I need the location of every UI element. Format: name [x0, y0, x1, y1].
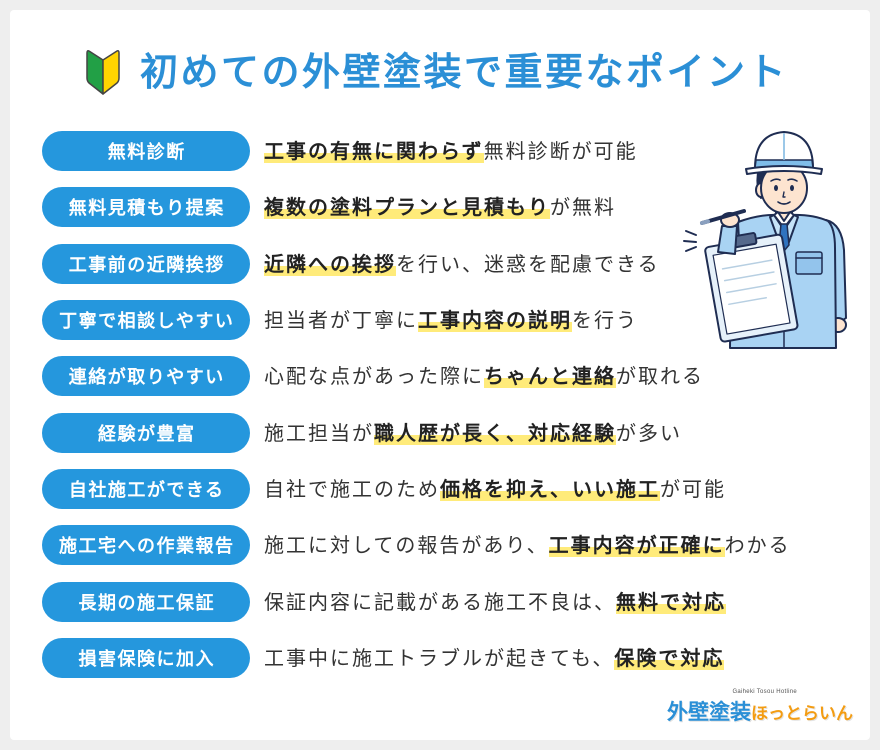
worker-nose — [782, 191, 786, 198]
point-highlight-text: 価格を抑え、いい施工 — [440, 476, 660, 501]
worker-chest-pocket — [795, 251, 823, 275]
point-row: 丁寧で相談しやすい 担当者が丁寧に工事内容の説明を行う — [42, 292, 791, 348]
points-list: 無料診断 工事の有無に関わらず無料診断が可能 無料見積もり提案 複数の塗料プラン… — [42, 123, 791, 686]
point-highlight-text: 工事内容の説明 — [418, 308, 572, 333]
point-text: 心配な点があった際に — [264, 364, 484, 389]
brand-logo-name: 外壁塗装ほっとらいん — [667, 697, 853, 729]
clipboard-lines — [721, 259, 777, 306]
point-text: わかる — [724, 533, 791, 558]
point-label-badge: 連絡が取りやすい — [42, 356, 250, 397]
clipboard-icon — [704, 232, 799, 343]
brand-logo-name-blue: 外壁塗装 — [667, 700, 751, 724]
point-row: 経験が豊富 施工担当が職人歴が長く、対応経験が多い — [42, 404, 791, 460]
point-text: 無料診断が可能 — [483, 139, 638, 164]
point-text: 保証内容に記載がある施工不良は、 — [264, 589, 616, 614]
point-row: 長期の施工保証 保証内容に記載がある施工不良は、無料で対応 — [42, 573, 791, 629]
point-text: 担当者が丁寧に — [264, 308, 418, 333]
brand-logo-subtitle: Gaiheki Tosou Hotline — [732, 689, 797, 695]
clipboard-paper — [712, 243, 791, 335]
worker-left-forearm — [717, 225, 738, 255]
point-highlight-text: ちゃんと連絡 — [484, 364, 616, 389]
point-text: 施工に対しての報告があり、 — [264, 533, 549, 558]
hard-hat-brim — [745, 165, 823, 175]
point-text: 施工担当が — [264, 420, 374, 445]
worker-right-eye — [790, 185, 794, 191]
header: 初めての外壁塗装で重要なポイント — [86, 45, 788, 99]
point-text: が多い — [616, 420, 682, 445]
point-label-badge: 損害保険に加入 — [42, 637, 250, 678]
point-highlight-text: 近隣への挨拶 — [264, 251, 396, 276]
point-description: 工事の有無に関わらず無料診断が可能 — [264, 137, 638, 165]
point-row: 連絡が取りやすい 心配な点があった際にちゃんと連絡が取れる — [42, 348, 791, 404]
point-label-badge: 無料診断 — [42, 131, 250, 172]
point-description: 複数の塗料プランと見積もりが無料 — [264, 193, 616, 221]
emphasis-lines — [683, 230, 697, 252]
point-text: 自社で施工のため — [264, 476, 440, 501]
point-text: を行い、迷惑を配慮できる — [396, 251, 660, 276]
beginner-mark-right-half — [102, 50, 120, 95]
point-description: 施工に対しての報告があり、工事内容が正確にわかる — [264, 531, 791, 559]
point-highlight-text: 複数の塗料プランと見積もり — [264, 195, 550, 220]
point-row: 工事前の近隣挨拶 近隣への挨拶を行い、迷惑を配慮できる — [42, 236, 791, 292]
point-label-badge: 工事前の近隣挨拶 — [42, 243, 250, 284]
point-description: 心配な点があった際にちゃんと連絡が取れる — [264, 362, 704, 390]
point-text: が無料 — [550, 195, 616, 220]
point-text: 工事中に施工トラブルが起きても、 — [264, 645, 615, 670]
worker-mouth — [777, 201, 791, 205]
point-row: 無料診断 工事の有無に関わらず無料診断が可能 — [42, 123, 791, 179]
worker-with-clipboard-icon — [683, 131, 847, 349]
point-highlight-text: 保険で対応 — [614, 645, 725, 670]
brand-logo: Gaiheki Tosou Hotline 外壁塗装ほっとらいん — [667, 688, 853, 729]
point-highlight-text: 工事の有無に関わらず — [264, 139, 484, 164]
point-label-badge: 自社施工ができる — [42, 468, 250, 509]
point-row: 施工宅への作業報告 施工に対しての報告があり、工事内容が正確にわかる — [42, 517, 791, 573]
point-description: 保証内容に記載がある施工不良は、無料で対応 — [264, 588, 726, 616]
beginner-mark-icon — [86, 50, 120, 95]
point-label-badge: 丁寧で相談しやすい — [42, 300, 250, 341]
point-highlight-text: 職人歴が長く、対応経験 — [374, 420, 616, 445]
point-description: 自社で施工のため価格を抑え、いい施工が可能 — [264, 475, 726, 503]
point-text: が可能 — [660, 476, 726, 501]
pen-tip — [700, 219, 710, 225]
point-description: 工事中に施工トラブルが起きても、保険で対応 — [264, 644, 725, 672]
point-row: 無料見積もり提案 複数の塗料プランと見積もりが無料 — [42, 179, 791, 235]
point-row: 損害保険に加入 工事中に施工トラブルが起きても、保険で対応 — [42, 630, 791, 686]
point-highlight-text: 工事内容が正確に — [548, 533, 725, 558]
point-label-badge: 長期の施工保証 — [42, 581, 250, 622]
point-highlight-text: 無料で対応 — [616, 589, 726, 614]
page-title: 初めての外壁塗装で重要なポイント — [140, 50, 789, 94]
point-label-badge: 無料見積もり提案 — [42, 187, 250, 228]
point-description: 近隣への挨拶を行い、迷惑を配慮できる — [264, 250, 660, 278]
point-row: 自社施工ができる 自社で施工のため価格を抑え、いい施工が可能 — [42, 461, 791, 517]
point-label-badge: 施工宅への作業報告 — [42, 525, 250, 566]
beginner-mark-left-half — [86, 50, 104, 95]
point-description: 施工担当が職人歴が長く、対応経験が多い — [264, 419, 682, 447]
point-text: を行う — [572, 308, 638, 333]
point-description: 担当者が丁寧に工事内容の説明を行う — [264, 306, 638, 334]
brand-logo-name-orange: ほっとらいん — [751, 704, 853, 724]
worker-eyebrows — [770, 178, 798, 182]
worker-left-eye — [774, 185, 778, 191]
point-text: が取れる — [616, 364, 704, 389]
point-label-badge: 経験が豊富 — [42, 412, 250, 453]
